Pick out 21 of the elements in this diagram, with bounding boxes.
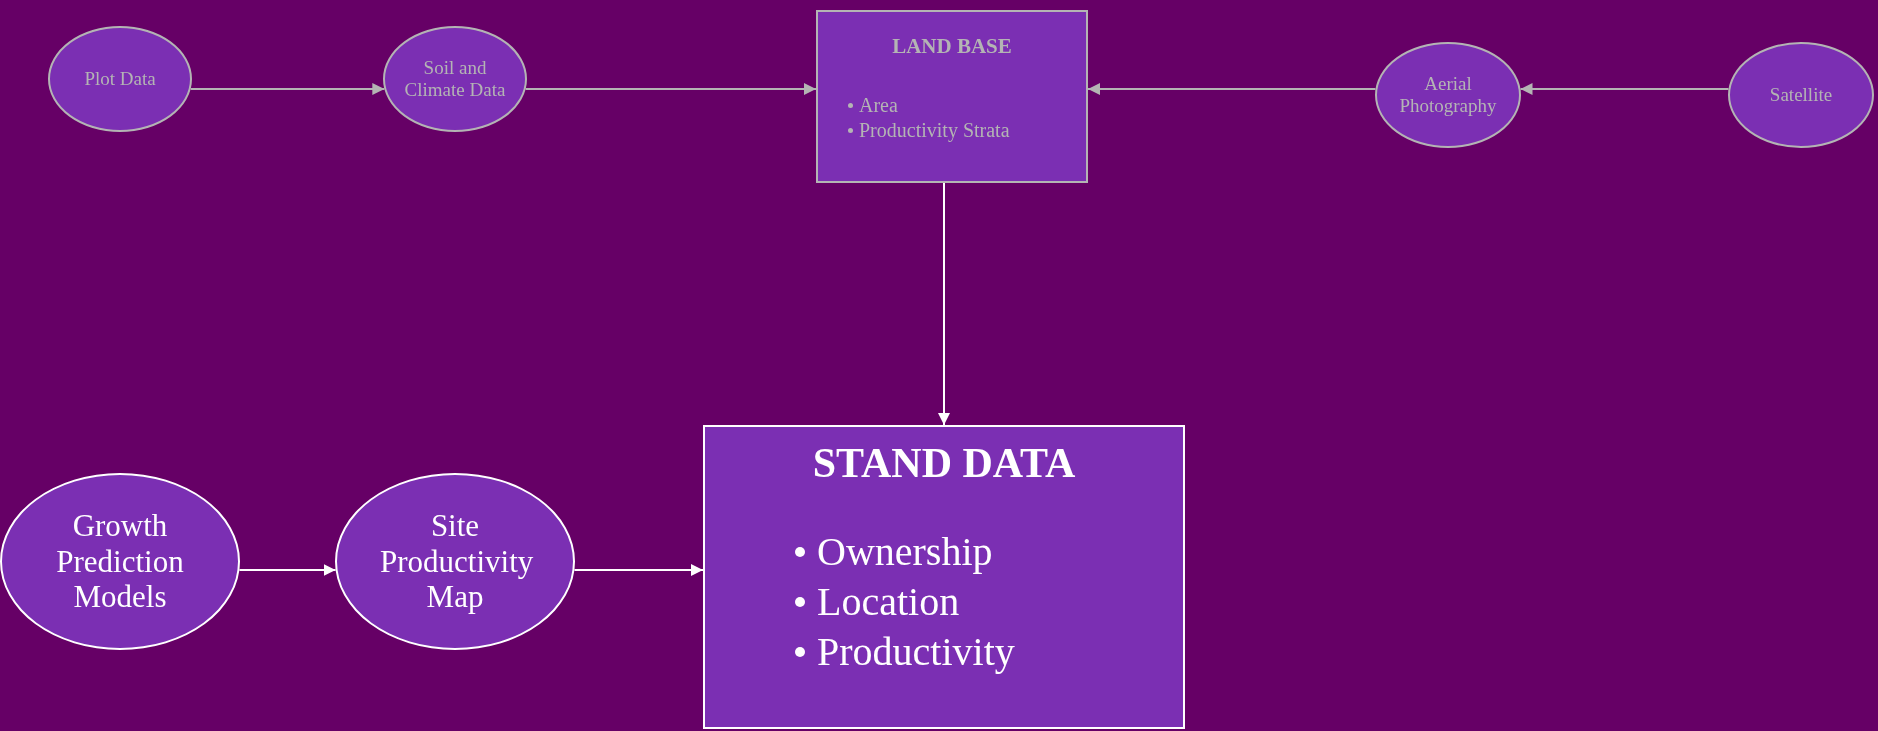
box-heading: STAND DATA <box>812 439 1076 487</box>
arrow <box>189 83 386 95</box>
data-box <box>703 425 1185 729</box>
arrow <box>573 564 704 576</box>
arrow <box>524 83 817 95</box>
bullet-item: Productivity Strata <box>859 118 1010 143</box>
node-label: Aerial Photography <box>1398 73 1498 117</box>
node-label: Soil and Climate Data <box>403 57 507 101</box>
box-heading: LAND BASE <box>892 34 1012 59</box>
bullet-item: Location <box>817 578 960 626</box>
bullet-item: Productivity <box>817 628 1015 676</box>
node-label: Growth Prediction Models <box>55 508 185 615</box>
data-box <box>816 10 1088 183</box>
node-label: Plot Data <box>84 68 156 90</box>
bullet-item: Ownership <box>817 528 993 576</box>
bullet-item: Area <box>859 93 898 118</box>
arrow <box>1519 83 1730 95</box>
arrow <box>1087 83 1377 95</box>
arrow <box>238 564 337 576</box>
node-label: Satellite <box>1769 84 1833 106</box>
arrow <box>938 182 950 426</box>
